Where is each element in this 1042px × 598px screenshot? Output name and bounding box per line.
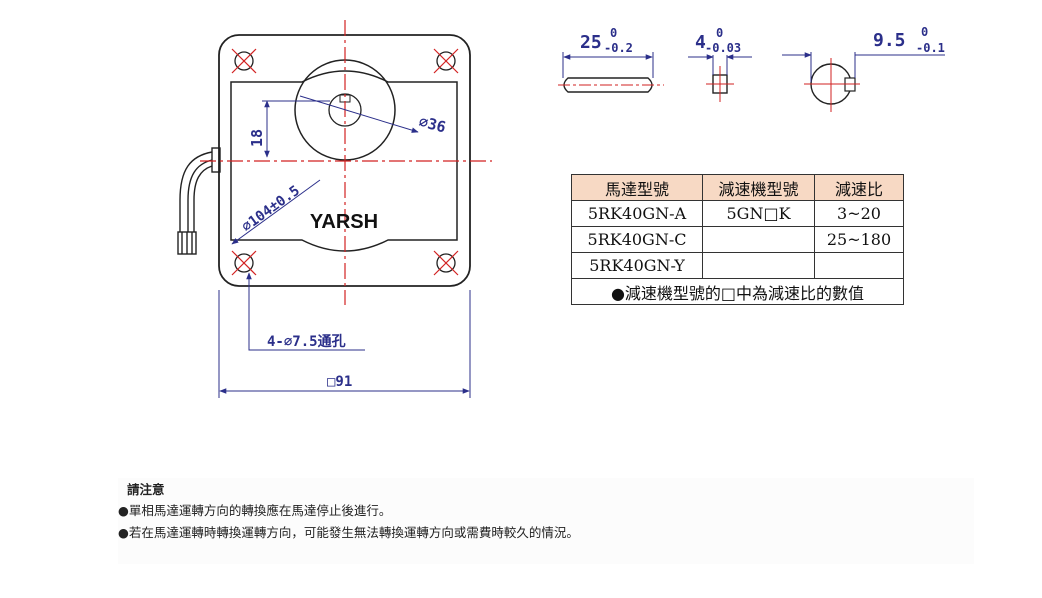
table-cell: 5GN□K bbox=[702, 200, 815, 227]
table-row: 5RK40GN-A 5GN□K 3~20 bbox=[571, 200, 904, 227]
dim-label-shaft-95: 9.5 bbox=[873, 30, 906, 51]
table-header-cell: 減速機型號 bbox=[702, 174, 815, 201]
dim-label-square91: □91 bbox=[327, 374, 352, 390]
motor-gearbox-spec-table: 馬達型號 減速機型號 減速比 5RK40GN-A 5GN□K 3~20 5RK4… bbox=[571, 174, 904, 305]
dim-label-dia104: ⌀104±0.5 bbox=[239, 183, 303, 236]
brand-label: YARSH bbox=[310, 211, 378, 233]
table-row: 5RK40GN-Y bbox=[571, 252, 904, 279]
dim-label-key-4-lower: -0.03 bbox=[705, 41, 741, 55]
dim-label-18: 18 bbox=[248, 129, 266, 147]
table-header-cell: 減速比 bbox=[814, 174, 904, 201]
table-cell bbox=[814, 252, 904, 279]
table-cell: 3~20 bbox=[814, 200, 904, 227]
dimension-height-18 bbox=[262, 100, 330, 158]
center-lines bbox=[200, 20, 492, 305]
dim-label-key-25-upper: 0 bbox=[610, 26, 617, 40]
dim-label-dia36: ⌀36 bbox=[417, 112, 448, 136]
table-cell bbox=[702, 252, 815, 279]
table-cell: 5RK40GN-A bbox=[571, 200, 703, 227]
motor-inner-profile bbox=[230, 70, 458, 252]
key-width-detail bbox=[688, 54, 752, 102]
note-item: ●單相馬達運轉方向的轉換應在馬達停止後進行。 bbox=[118, 503, 392, 518]
table-header-cell: 馬達型號 bbox=[571, 174, 703, 201]
table-cell bbox=[702, 226, 815, 253]
dimension-diameter-36 bbox=[299, 95, 419, 133]
table-footnote-row: ●減速機型號的□中為減速比的數值 bbox=[571, 278, 904, 305]
dim-label-holes: 4-⌀7.5通孔 bbox=[267, 334, 346, 350]
table-cell: 5RK40GN-Y bbox=[571, 252, 703, 279]
hole-center-marks bbox=[231, 48, 459, 276]
notes-title: 請注意 bbox=[127, 482, 165, 497]
dim-label-key-4-upper: 0 bbox=[716, 26, 723, 40]
table-header-row: 馬達型號 減速機型號 減速比 bbox=[571, 174, 904, 201]
note-item: ●若在馬達運轉時轉換運轉方向，可能發生無法轉換運轉方向或需費時較久的情況。 bbox=[118, 525, 579, 540]
motor-dimension-drawing: YARSH 18 ⌀36 ⌀104±0.5 4-⌀7.5通孔 □91 25 0 … bbox=[177, 20, 945, 398]
dim-label-shaft-95-lower: -0.1 bbox=[916, 41, 945, 55]
motor-cable bbox=[177, 147, 221, 255]
dimension-holes-leader bbox=[246, 272, 365, 351]
mounting-holes bbox=[234, 51, 456, 273]
table-cell: 25~180 bbox=[814, 226, 904, 253]
dim-label-key-4: 4 bbox=[695, 32, 706, 53]
table-footnote: ●減速機型號的□中為減速比的數值 bbox=[571, 278, 904, 305]
table-row: 5RK40GN-C 25~180 bbox=[571, 226, 904, 253]
dim-label-key-25-lower: -0.2 bbox=[604, 41, 633, 55]
table-cell: 5RK40GN-C bbox=[571, 226, 703, 253]
notes-panel: 請注意 ●單相馬達運轉方向的轉換應在馬達停止後進行。 ●若在馬達運轉時轉換運轉方… bbox=[118, 478, 974, 564]
motor-front-view bbox=[177, 20, 492, 305]
dim-label-shaft-95-upper: 0 bbox=[921, 25, 928, 39]
key-length-detail bbox=[558, 52, 664, 93]
shaft-section-detail bbox=[782, 52, 945, 112]
dimension-diameter-104 bbox=[231, 179, 321, 245]
dimension-square-91 bbox=[218, 290, 471, 398]
dim-label-key-25: 25 bbox=[580, 32, 602, 53]
